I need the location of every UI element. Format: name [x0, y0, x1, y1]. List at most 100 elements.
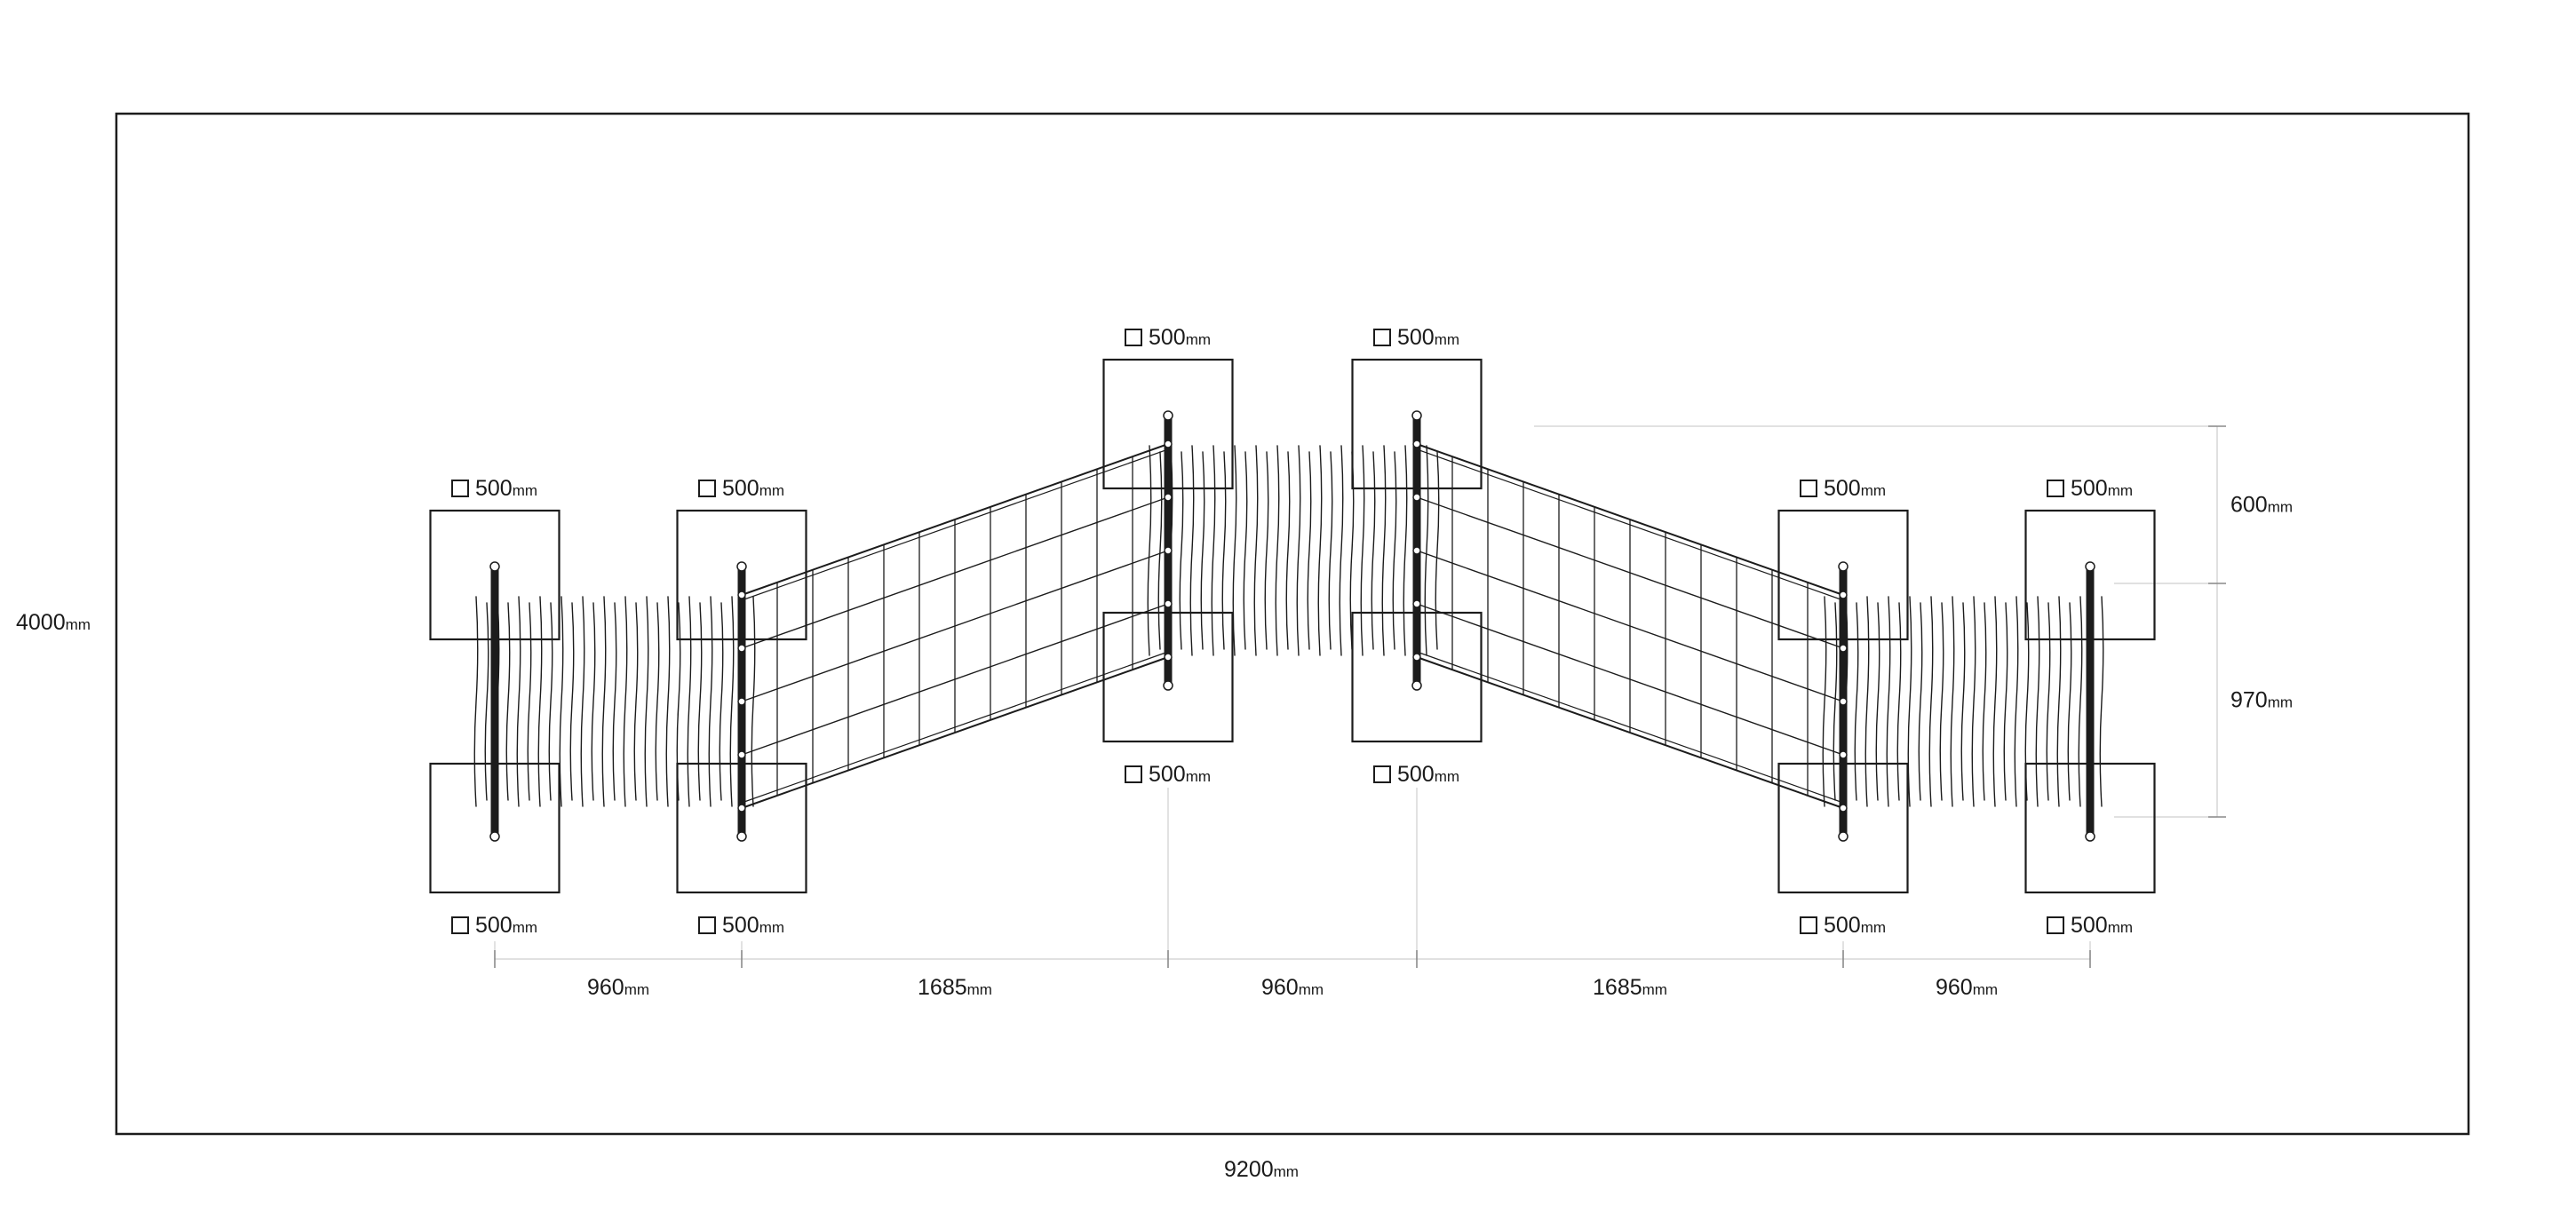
walkway-rib: [1392, 451, 1397, 650]
walkway-rib: [1275, 445, 1280, 656]
walkway-rib: [2014, 596, 2019, 807]
joint-circle: [2085, 561, 2095, 572]
walkway-rib: [1264, 451, 1269, 650]
walkway-rib: [516, 596, 521, 807]
joint-circle: [1411, 410, 1422, 421]
walkway-rib: [697, 602, 703, 801]
handrail-post-bar: [490, 567, 499, 836]
walkway-rib: [751, 596, 756, 807]
joint-circle: [1412, 546, 1421, 555]
walkway-rib: [2067, 602, 2072, 801]
span-dimension-label: 1685mm: [918, 975, 992, 1000]
walkway-rib: [1147, 445, 1152, 656]
joint-circle: [737, 591, 746, 599]
walkway-rib: [537, 596, 543, 807]
square-section-icon: [451, 480, 469, 497]
span-dimension-label: 960mm: [587, 975, 649, 1000]
walkway-rib: [1371, 451, 1376, 650]
drawing-border: [115, 112, 2470, 1136]
overall-height-unit: mm: [65, 616, 91, 633]
handrail-post-bar: [2086, 567, 2095, 836]
walkway-rib: [1896, 602, 1902, 801]
post-size-label: 500mm: [1149, 762, 1211, 787]
joint-circle: [736, 561, 747, 572]
square-section-icon: [1125, 329, 1142, 346]
joint-circle: [737, 644, 746, 653]
walkway-rib: [1243, 451, 1248, 650]
walkway-rib: [484, 602, 489, 801]
walkway-rib: [2003, 602, 2008, 801]
walkway-rib: [1822, 596, 1827, 807]
walkway-rib: [2046, 602, 2051, 801]
post-size-label: 500mm: [475, 476, 537, 501]
post-size-label: 500mm: [2071, 913, 2133, 938]
overall-width-dim: 9200mm: [1224, 1157, 1299, 1183]
square-section-icon: [698, 480, 716, 497]
joint-circle: [1838, 561, 1849, 572]
joint-circle: [1412, 599, 1421, 608]
walkway-rib: [1221, 451, 1227, 650]
walkway-rib: [1253, 445, 1259, 656]
joint-circle: [2085, 831, 2095, 842]
walkway-rib: [2099, 596, 2104, 807]
joint-circle: [489, 831, 500, 842]
joint-circle: [737, 804, 746, 813]
joint-circle: [1839, 591, 1848, 599]
post-size-label: 500mm: [1397, 325, 1459, 350]
square-section-icon: [1373, 329, 1391, 346]
walkway-rib: [623, 596, 628, 807]
walkway-rib: [569, 602, 575, 801]
joint-circle: [1411, 680, 1422, 691]
square-section-icon: [1800, 916, 1817, 934]
walkway-rib: [1854, 602, 1859, 801]
walkway-rib: [601, 596, 607, 807]
walkway-rib: [729, 596, 735, 807]
walkway-rib: [1232, 445, 1237, 656]
walkway-rib: [655, 602, 660, 801]
walkway-rib: [687, 596, 692, 807]
post-size-label: 500mm: [475, 913, 537, 938]
joint-circle: [1839, 697, 1848, 706]
walkway-rib: [1960, 602, 1966, 801]
walkway-rib: [505, 602, 511, 801]
overall-width-unit: mm: [1273, 1163, 1299, 1180]
square-section-icon: [451, 916, 469, 934]
walkway-rib: [559, 596, 564, 807]
walkway-rib: [1339, 445, 1344, 656]
joint-circle: [1164, 440, 1173, 448]
walkway-rib: [719, 602, 724, 801]
walkway-rib: [1211, 445, 1216, 656]
walkway-rib: [1381, 445, 1387, 656]
joint-circle: [1412, 653, 1421, 662]
walkway-rib: [1928, 596, 1934, 807]
joint-circle: [1164, 493, 1173, 502]
walkway-rib: [1435, 451, 1440, 650]
square-section-icon: [1373, 765, 1391, 783]
overall-height-dim: 4000mm: [16, 610, 91, 636]
span-dimension-label: 960mm: [1936, 975, 1998, 1000]
walkway-rib: [708, 596, 713, 807]
joint-circle: [1412, 493, 1421, 502]
walkway-rib: [1307, 451, 1312, 650]
height-dimension-label: 600mm: [2230, 493, 2293, 518]
joint-circle: [737, 697, 746, 706]
walkway-rib: [1886, 596, 1891, 807]
square-section-icon: [698, 916, 716, 934]
joint-circle: [1164, 546, 1173, 555]
walkway-rib: [1992, 596, 1998, 807]
walkway-rib: [1971, 596, 1976, 807]
walkway-rib: [2035, 596, 2040, 807]
square-section-icon: [2047, 916, 2064, 934]
joint-circle: [1163, 680, 1173, 691]
walkway-rib: [473, 596, 479, 807]
span-dimension-label: 1685mm: [1593, 975, 1667, 1000]
joint-circle: [1163, 410, 1173, 421]
walkway-rib: [1285, 451, 1291, 650]
walkway-rib: [1360, 445, 1365, 656]
post-size-label: 500mm: [722, 476, 784, 501]
post-size-label: 500mm: [1149, 325, 1211, 350]
walkway-rib: [2056, 596, 2062, 807]
walkway-rib: [580, 596, 585, 807]
